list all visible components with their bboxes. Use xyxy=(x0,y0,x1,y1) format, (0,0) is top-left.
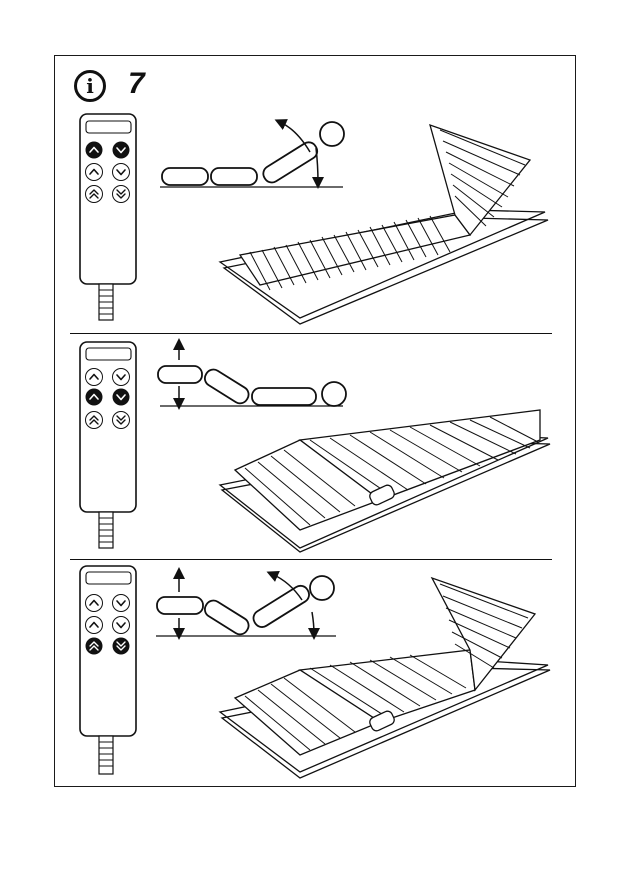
position-diagram-legs-raised xyxy=(158,344,346,406)
panel-3 xyxy=(80,566,550,778)
remote-control-icon xyxy=(80,342,136,548)
remote-control-icon xyxy=(80,114,136,320)
position-diagram-head-raised xyxy=(160,122,344,187)
slatted-bed-base-legs-up xyxy=(220,410,550,552)
slatted-bed-base-head-up xyxy=(220,125,548,324)
remote-control-icon xyxy=(80,566,136,774)
panel-1 xyxy=(80,114,548,324)
position-diagram-head-and-legs-raised xyxy=(156,573,336,637)
panel-2 xyxy=(80,342,550,552)
